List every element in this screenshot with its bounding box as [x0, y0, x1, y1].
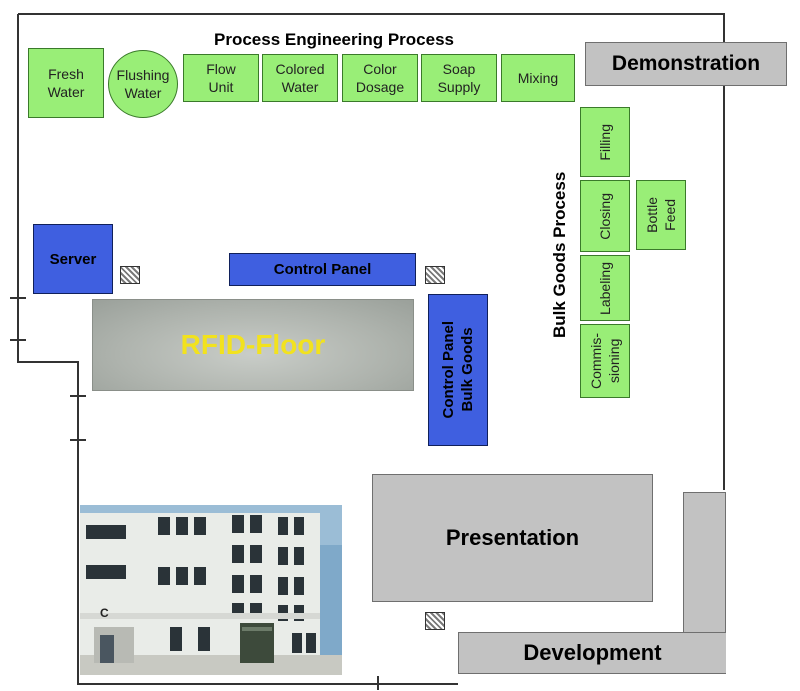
building-photo: C [80, 505, 342, 675]
hatch-marker-server [120, 266, 140, 284]
station-filling[interactable]: Filling [580, 107, 630, 177]
development-room[interactable]: Development [458, 632, 726, 674]
presentation-room[interactable]: Presentation [372, 474, 653, 602]
server-box[interactable]: Server [33, 224, 113, 294]
control-panel-bulk-goods[interactable]: Control Panel Bulk Goods [428, 294, 488, 446]
hatch-marker-presentation [425, 612, 445, 630]
station-colored-water[interactable]: Colored Water [262, 54, 338, 102]
station-flow-unit[interactable]: Flow Unit [183, 54, 259, 102]
station-commissioning[interactable]: Commis- sioning [580, 324, 630, 398]
hatch-marker-control-panel [425, 266, 445, 284]
station-color-dosage[interactable]: Color Dosage [342, 54, 418, 102]
rfid-floor-label: RFID-Floor [180, 329, 326, 360]
station-bottle-feed[interactable]: Bottle Feed [636, 180, 686, 250]
station-fresh-water[interactable]: Fresh Water [28, 48, 104, 118]
station-closing[interactable]: Closing [580, 180, 630, 252]
bulk-goods-title: Bulk Goods Process [550, 171, 569, 339]
station-labeling[interactable]: Labeling [580, 255, 630, 321]
rfid-floor[interactable]: RFID-Floor [92, 299, 414, 391]
demonstration-room[interactable]: Demonstration [585, 42, 787, 86]
station-mixing[interactable]: Mixing [501, 54, 575, 102]
building-photo-label: C [100, 606, 109, 620]
control-panel[interactable]: Control Panel [229, 253, 416, 286]
station-soap-supply[interactable]: Soap Supply [421, 54, 497, 102]
process-engineering-title: Process Engineering Process [214, 30, 454, 49]
station-flushing-water[interactable]: Flushing Water [108, 50, 178, 118]
